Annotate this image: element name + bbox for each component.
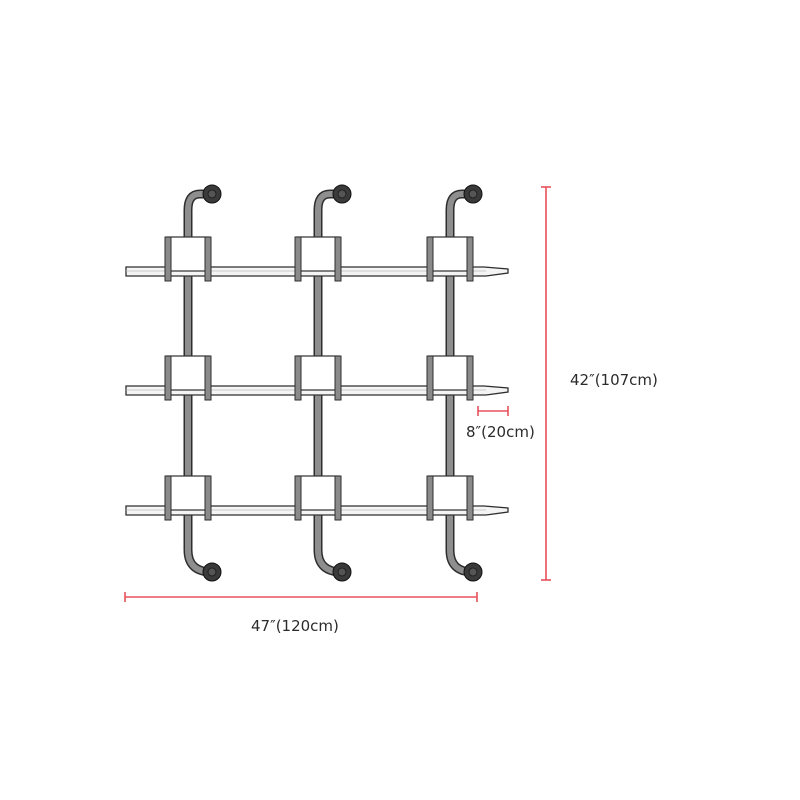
flange-center	[207, 567, 217, 577]
bracket-plate	[166, 355, 210, 391]
bracket-arm-right	[204, 236, 212, 282]
flange-center	[337, 189, 347, 199]
pipe-body	[185, 191, 215, 575]
bracket-arm-right	[334, 475, 342, 521]
bracket-arm-left	[294, 355, 302, 401]
bracket-plate	[166, 236, 210, 272]
bracket-plate	[166, 475, 210, 511]
bracket-plate	[428, 236, 472, 272]
bracket-arm-left	[426, 475, 434, 521]
flange-center	[207, 189, 217, 199]
bracket-arm-left	[164, 475, 172, 521]
bracket-arm-left	[294, 236, 302, 282]
bracket-arm-right	[204, 475, 212, 521]
wall-flanges	[202, 184, 483, 582]
bracket-arm-right	[466, 236, 474, 282]
pipe-body	[315, 191, 345, 575]
bracket-arm-right	[466, 475, 474, 521]
bracket-arm-left	[426, 355, 434, 401]
depth-dimension-label: 8″(20cm)	[466, 423, 535, 441]
shelf-brackets	[164, 236, 474, 521]
bracket-plate	[296, 475, 340, 511]
pipe-uprights	[183, 189, 478, 577]
bracket-arm-right	[204, 355, 212, 401]
bracket-plate	[296, 355, 340, 391]
width-dimension-label: 47″(120cm)	[251, 617, 339, 635]
bracket-plate	[428, 355, 472, 391]
bracket-plate	[428, 475, 472, 511]
dimension-lines	[124, 186, 551, 602]
flange-center	[337, 567, 347, 577]
bracket-arm-left	[164, 355, 172, 401]
bracket-arm-left	[294, 475, 302, 521]
bracket-arm-right	[334, 355, 342, 401]
bracket-arm-left	[164, 236, 172, 282]
bracket-arm-right	[466, 355, 474, 401]
flange-center	[468, 189, 478, 199]
bracket-plate	[296, 236, 340, 272]
bracket-arm-right	[334, 236, 342, 282]
bracket-arm-left	[426, 236, 434, 282]
flange-center	[468, 567, 478, 577]
pipe-body	[447, 191, 476, 575]
height-dimension-label: 42″(107cm)	[570, 371, 658, 389]
